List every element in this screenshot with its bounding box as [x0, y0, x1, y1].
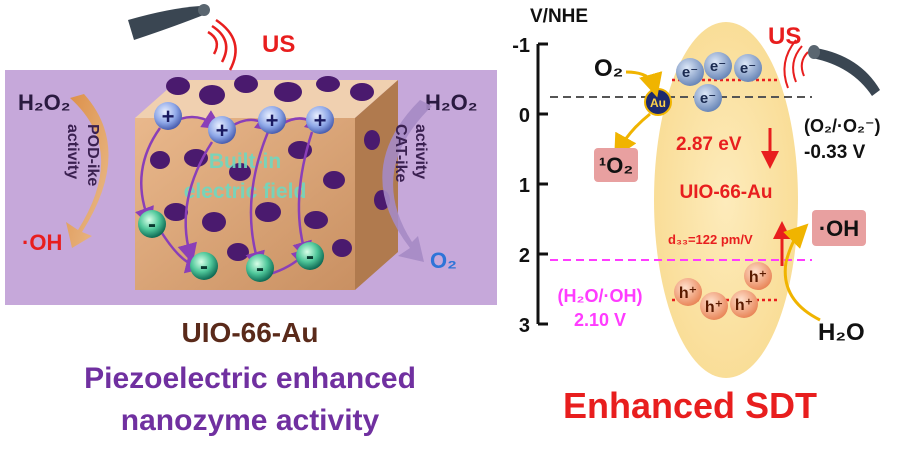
h2o2-left-label: H₂O₂ [18, 90, 71, 115]
sdt-title: Enhanced SDT [563, 385, 817, 426]
h2o-label: H₂O [818, 319, 865, 346]
sound-wave-icon [207, 18, 237, 71]
right-panel: V/NHE -1 0 1 2 3 e⁻ [512, 6, 880, 426]
minus-sign: - [148, 211, 156, 238]
electron-label: e⁻ [700, 90, 716, 107]
hole-label: h⁺ [735, 297, 753, 314]
axis-ticks [538, 42, 548, 326]
band-gap-label: 2.87 eV [676, 134, 742, 155]
plus-sign: + [266, 108, 279, 133]
cat-arrow-icon [382, 100, 432, 262]
hole-label: h⁺ [705, 299, 723, 316]
minus-sign: - [306, 243, 314, 270]
electron-label: e⁻ [710, 58, 726, 75]
right-material-name: UIO-66-Au [680, 182, 773, 203]
pod-activity-line2: activity [64, 124, 81, 179]
au-to-singlet-arrow [614, 112, 651, 159]
h2o-to-oh-arrow [783, 223, 821, 322]
right-us-label: US [768, 23, 801, 50]
tick-label: 1 [519, 175, 530, 197]
minus-sign: - [200, 253, 208, 280]
hole-label: h⁺ [679, 285, 697, 302]
us-label: US [262, 31, 295, 58]
subtitle-line2: nanozyme activity [121, 404, 380, 437]
tick-label: 0 [519, 105, 530, 127]
minus-signs: - - - - [148, 211, 314, 282]
h2o-couple-label: (H₂O/·OH) [558, 286, 643, 306]
au-nanoparticles [150, 75, 390, 261]
tick-label: -1 [512, 35, 530, 57]
electrons [676, 52, 762, 112]
singlet-o2-box [594, 148, 638, 182]
axis-title: V/NHE [530, 6, 588, 27]
electron-labels: e⁻ e⁻ e⁻ e⁻ [682, 58, 756, 107]
left-panel: US B [5, 4, 497, 437]
cat-activity-line1: CAT-ike [392, 124, 409, 182]
tick-label: 3 [519, 315, 530, 337]
oh-box [812, 210, 866, 246]
plus-sign: + [162, 104, 175, 129]
o2-product-label: O₂ [430, 248, 457, 273]
au-label: Au [650, 96, 666, 110]
o2-to-au-arrow [625, 70, 663, 98]
singlet-o2-label: ¹O₂ [599, 153, 633, 178]
o2-couple-label: (O₂/·O₂⁻) [804, 116, 880, 136]
pod-arrow-icon [66, 94, 109, 248]
cat-activity-line2: activity [412, 124, 429, 179]
d33-label: d₃₃=122 pm/V [668, 232, 753, 247]
field-label-line1: Built-in [209, 150, 281, 173]
positive-charges [154, 102, 334, 144]
o2-potential-label: -0.33 V [804, 142, 866, 163]
h2o2-right-label: H₂O₂ [425, 90, 478, 115]
tick-label: 2 [519, 245, 530, 267]
right-sound-wave-icon [783, 39, 809, 89]
negative-charges [138, 210, 324, 282]
plus-signs: + + + + [162, 104, 327, 143]
hole-label: h⁺ [749, 269, 767, 286]
holes [674, 262, 772, 320]
right-ultrasound-probe-icon [808, 45, 880, 96]
plus-sign: + [314, 108, 327, 133]
ultrasound-probe-icon [128, 4, 210, 40]
h2o-potential-label: 2.10 V [574, 310, 626, 330]
field-label-line2: electric field [184, 180, 307, 203]
left-material-name: UIO-66-Au [182, 317, 319, 348]
subtitle-line1: Piezoelectric enhanced [84, 362, 416, 395]
hole-labels: h⁺ h⁺ h⁺ h⁺ [679, 269, 767, 316]
pod-activity-line1: POD-ike [84, 124, 101, 186]
minus-sign: - [256, 255, 264, 282]
electron-label: e⁻ [682, 64, 698, 81]
oh-label: ·OH [819, 216, 859, 241]
plus-sign: + [216, 118, 229, 143]
electron-label: e⁻ [740, 60, 756, 77]
oh-product-label: ·OH [22, 230, 62, 255]
axis-tick-labels: -1 0 1 2 3 [512, 35, 530, 337]
o2-label: O₂ [594, 55, 623, 82]
